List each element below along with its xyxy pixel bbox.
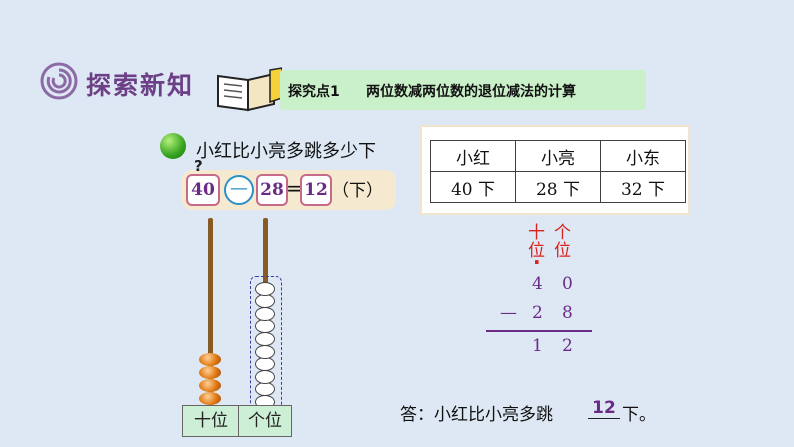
minus-sign: — bbox=[224, 175, 254, 205]
minuend-box: 40 bbox=[186, 174, 220, 206]
answer-prefix: 答：小红比小亮多跳 bbox=[400, 405, 553, 425]
result-box: 12 bbox=[300, 174, 332, 206]
answer-suffix: 下。 bbox=[622, 405, 656, 425]
minuend-tens-digit: 4 bbox=[532, 274, 543, 294]
tens-column-label-bottom: 位 bbox=[528, 241, 545, 261]
banner-title: 两位数减两位数的退位减法的计算 bbox=[366, 84, 576, 100]
subtrahend-ones-digit: 8 bbox=[562, 303, 573, 323]
borrow-dot: · bbox=[533, 250, 541, 274]
open-book-icon bbox=[217, 67, 282, 112]
result-ones-digit: 2 bbox=[562, 336, 573, 356]
unit-label: （下） bbox=[332, 181, 383, 201]
tens-bead bbox=[199, 379, 221, 392]
swirl-logo-icon bbox=[40, 62, 78, 100]
ones-column-label-bottom: 位 bbox=[554, 241, 571, 261]
result-tens-digit: 1 bbox=[532, 336, 543, 356]
question-text: 小红比小亮多跳多少下 bbox=[196, 141, 376, 162]
tens-rod bbox=[208, 218, 213, 408]
table-row: 40 下 28 下 32 下 bbox=[430, 171, 686, 203]
tens-column-label-top: 十 bbox=[528, 223, 545, 243]
table-header-row: 小红 小亮 小东 bbox=[430, 140, 686, 172]
jump-count-table: 小红 小亮 小东 40 下 28 下 32 下 bbox=[430, 140, 686, 203]
ones-bead bbox=[255, 281, 275, 296]
table-cell: 28 下 bbox=[515, 171, 601, 203]
tens-bead bbox=[199, 366, 221, 379]
subtrahend-tens-digit: 2 bbox=[532, 303, 543, 323]
borrow-group-frame bbox=[250, 276, 282, 414]
calc-minus-sign: — bbox=[500, 303, 517, 323]
minuend-ones-digit: 0 bbox=[562, 274, 573, 294]
table-header-cell: 小东 bbox=[600, 140, 686, 172]
ones-column-label-top: 个 bbox=[554, 223, 571, 243]
table-cell: 32 下 bbox=[600, 171, 686, 203]
subtrahend-box: 28 bbox=[256, 174, 288, 206]
bullet-dot-icon bbox=[160, 133, 186, 159]
ones-place-label: 个位 bbox=[238, 405, 292, 437]
table-header-cell: 小红 bbox=[430, 140, 516, 172]
tens-bead bbox=[199, 392, 221, 405]
equation-box: ? 40 — 28 = 12 （下） bbox=[182, 157, 396, 210]
answer-value: 12 bbox=[588, 398, 620, 419]
tens-bead bbox=[199, 353, 221, 366]
table-header-cell: 小亮 bbox=[515, 140, 601, 172]
table-cell: 40 下 bbox=[430, 171, 516, 203]
topic-banner: 探究点1 两位数减两位数的退位减法的计算 bbox=[280, 70, 646, 110]
equals-sign: = bbox=[286, 176, 303, 200]
tens-place-label: 十位 bbox=[182, 405, 240, 437]
question-mark: ? bbox=[194, 157, 203, 175]
calc-underline bbox=[486, 330, 592, 332]
section-title: 探索新知 bbox=[86, 71, 195, 100]
banner-label: 探究点1 bbox=[288, 84, 340, 100]
